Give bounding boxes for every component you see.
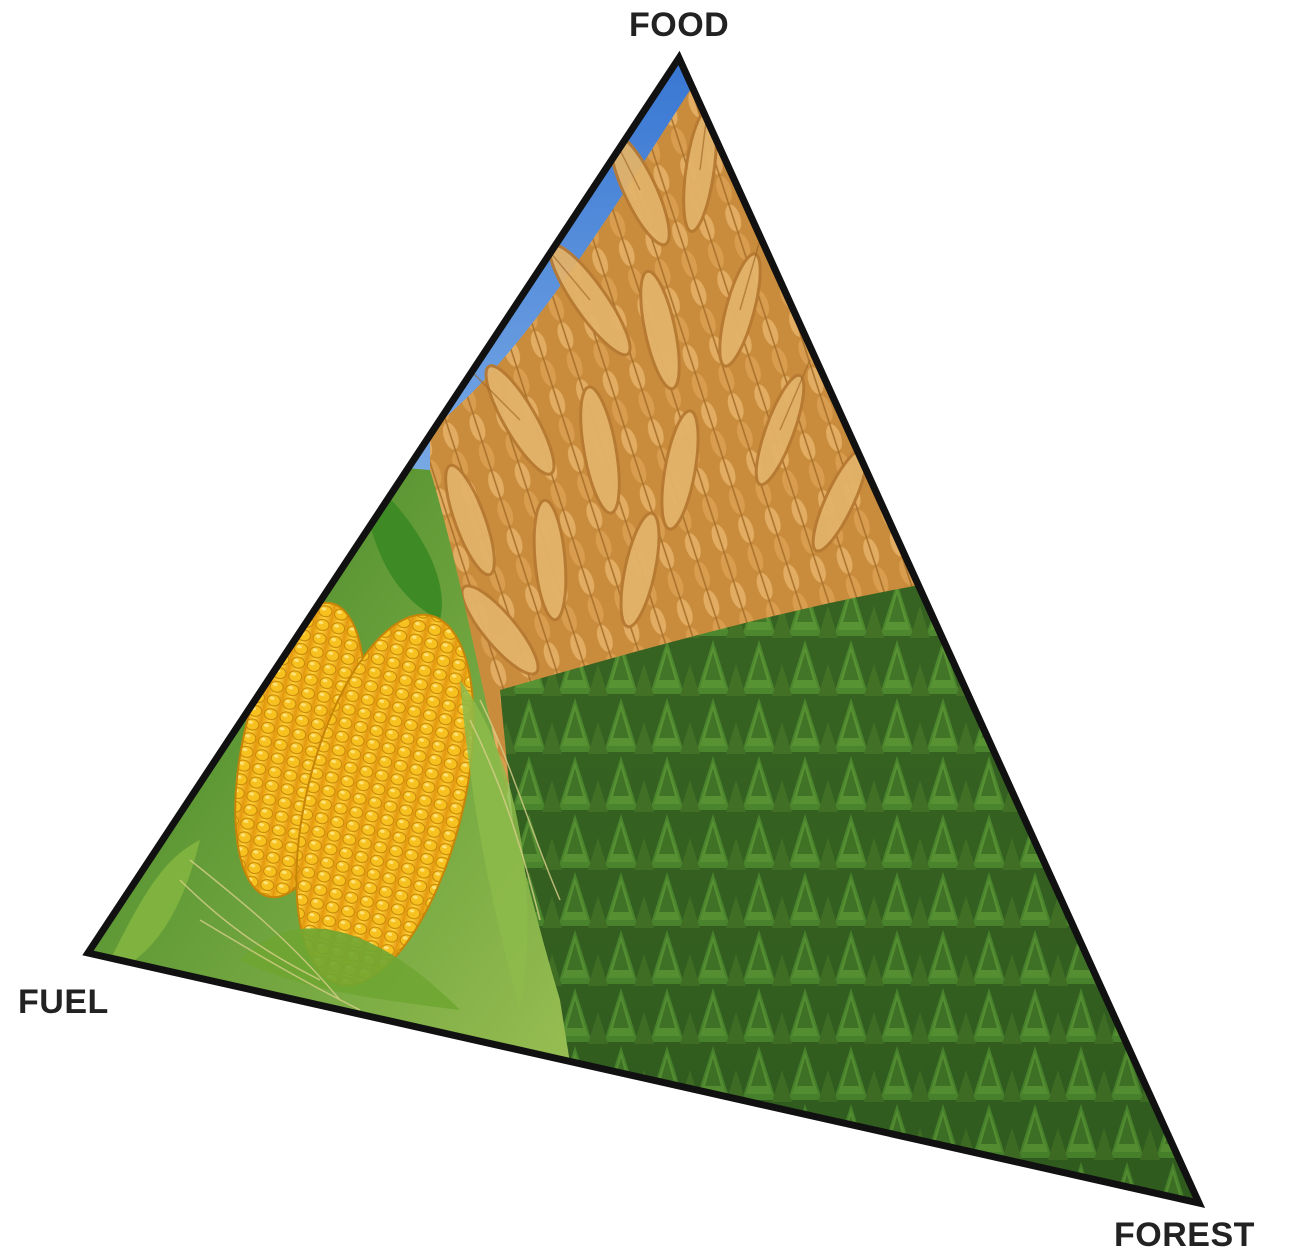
label-forest: FOREST	[1114, 1218, 1255, 1252]
conifer-forest-image	[500, 585, 1289, 1252]
label-fuel: FUEL	[18, 985, 109, 1019]
label-food: FOOD	[629, 8, 729, 42]
